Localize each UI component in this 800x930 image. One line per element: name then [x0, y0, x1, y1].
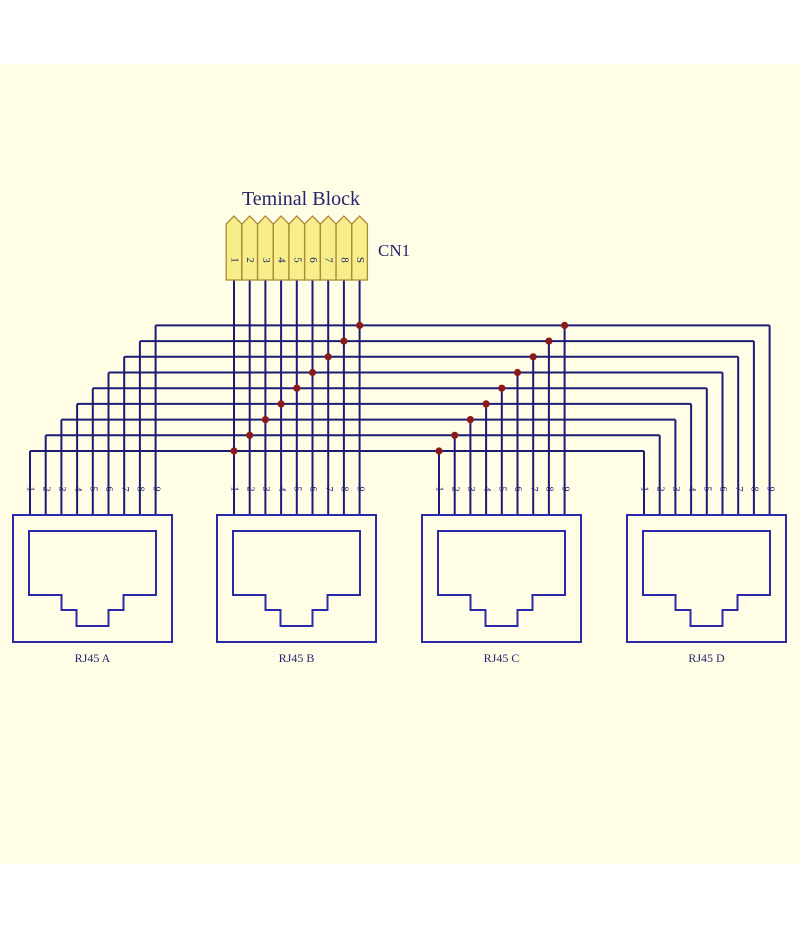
- connector-pin-label: 4: [481, 487, 492, 492]
- connector-socket-outline: [437, 530, 566, 627]
- terminal-pin-label: 2: [244, 257, 256, 263]
- connector-pin-label: 1: [229, 487, 240, 492]
- junction-dot: [545, 337, 553, 345]
- connector-pin-label: 8: [339, 487, 350, 492]
- terminal-pin-label: 8: [338, 257, 350, 263]
- junction-dot: [435, 447, 443, 455]
- terminal-pin-label: 6: [307, 257, 319, 263]
- terminal-pin-6: [304, 215, 321, 281]
- junction-dot: [261, 416, 269, 424]
- connector-pin-label: 5: [497, 487, 508, 492]
- connector-pin-label: 2: [449, 487, 460, 492]
- connector-pin-label: 7: [733, 487, 744, 492]
- junction-dot: [340, 337, 348, 345]
- connector-pin-label: 6: [512, 487, 523, 492]
- connector-pin-label: 8: [544, 487, 555, 492]
- connector-pin-label: 3: [670, 487, 681, 492]
- connector-pin-label: 9: [764, 487, 775, 492]
- connector-pin-label: 4: [276, 487, 287, 492]
- connector-pin-label: 4: [72, 487, 83, 492]
- connector-pin-label: 2: [244, 487, 255, 492]
- connector-pin-label: 8: [749, 487, 760, 492]
- terminal-pin-4: [272, 215, 290, 281]
- connector-pin-label: 2: [40, 487, 51, 492]
- connector-pin-label: 4: [686, 487, 697, 492]
- connector-socket-outline: [28, 530, 157, 627]
- terminal-pin-label: 3: [260, 257, 272, 263]
- diagram-background: [0, 64, 800, 864]
- connector-pin-label: 9: [559, 487, 570, 492]
- connector-pin-label: 3: [56, 487, 67, 492]
- connector-pin-label: 7: [323, 487, 334, 492]
- junction-dot: [529, 353, 537, 361]
- junction-dot: [356, 321, 364, 329]
- connector-label: RJ45 D: [688, 651, 725, 665]
- connector-pin-label: 9: [150, 487, 161, 492]
- connector-body: [216, 514, 377, 643]
- connector-pin-label: 9: [354, 487, 365, 492]
- junction-dot: [513, 368, 522, 377]
- terminal-pin-label: 5: [291, 257, 303, 263]
- junction-dot: [308, 368, 317, 377]
- junction-dot: [230, 447, 238, 455]
- junction-dot: [293, 384, 301, 392]
- terminal-pin-7: [319, 215, 337, 281]
- terminal-pin-8: [335, 215, 353, 281]
- connector-pin-label: 8: [135, 487, 146, 492]
- terminal-pin-2: [241, 215, 259, 281]
- connector-pin-label: 2: [654, 487, 665, 492]
- junction-dot: [466, 416, 474, 424]
- connector-pin-label: 3: [260, 487, 271, 492]
- terminal-pin-label: S: [354, 257, 366, 263]
- connector-pin-label: 7: [119, 487, 130, 492]
- junction-dot: [246, 431, 254, 439]
- connector-pin-label: 5: [702, 487, 713, 492]
- connector-body: [421, 514, 582, 643]
- connector-label: RJ45 C: [484, 651, 520, 665]
- connector-body: [626, 514, 787, 643]
- terminal-pin-label: 1: [228, 257, 240, 263]
- connector-body: [12, 514, 173, 643]
- junction-dot: [277, 400, 285, 408]
- connector-pin-label: 1: [25, 487, 36, 492]
- junction-dot: [482, 400, 490, 408]
- connector-pin-label: 1: [639, 487, 650, 492]
- connector-pin-label: 5: [88, 487, 99, 492]
- connector-socket-outline: [232, 530, 361, 627]
- junction-dot: [561, 321, 569, 329]
- connector-label: RJ45 A: [75, 651, 111, 665]
- junction-dot: [451, 431, 459, 439]
- terminal-pin-label: 7: [323, 257, 335, 263]
- terminal-pin-label: 4: [276, 257, 288, 263]
- terminal-pin-1: [225, 215, 243, 281]
- terminal-pin-9: [351, 215, 369, 281]
- connector-pin-label: 6: [717, 487, 728, 492]
- connector-label: RJ45 B: [279, 651, 315, 665]
- connector-pin-label: 5: [292, 487, 303, 492]
- junction-dot: [498, 384, 506, 392]
- diagram-title: Teminal Block: [242, 188, 360, 210]
- terminal-pin-3: [256, 215, 274, 281]
- terminal-pin-5: [288, 215, 306, 281]
- connector-pin-label: 6: [103, 487, 114, 492]
- junction-dot: [324, 353, 332, 361]
- connector-pin-label: 1: [434, 487, 445, 492]
- terminal-ref-label: CN1: [378, 241, 410, 260]
- connector-pin-label: 7: [528, 487, 539, 492]
- connector-pin-label: 3: [465, 487, 476, 492]
- connector-socket-outline: [642, 530, 771, 627]
- connector-pin-label: 6: [307, 487, 318, 492]
